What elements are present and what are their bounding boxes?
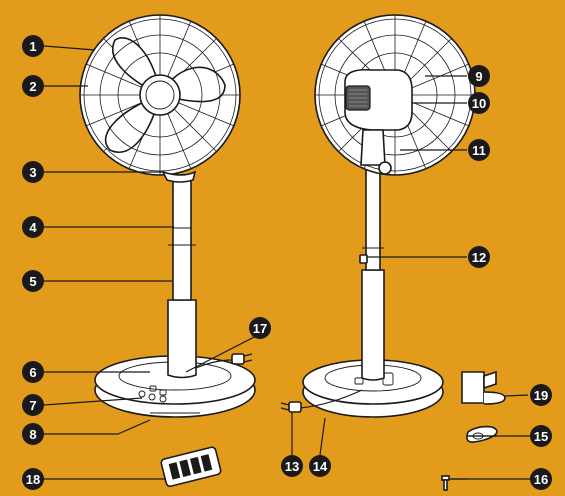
callout-9: 9 [468,65,490,87]
front-fan-pole [168,175,196,378]
callout-2: 2 [22,75,44,97]
callout-label: 17 [253,321,267,336]
callout-17: 17 [249,317,271,339]
callout-label: 14 [313,459,328,474]
callout-label: 10 [472,96,486,111]
screw [442,476,449,490]
front-fan [80,15,255,417]
rear-fan [281,15,475,417]
callout-label: 6 [29,365,36,380]
callout-label: 19 [534,388,548,403]
callout-3: 3 [22,161,44,183]
callout-10: 10 [468,92,490,114]
rear-fan-pole [360,165,384,380]
callout-19: 19 [530,384,552,406]
callout-12: 12 [468,246,490,268]
callout-4: 4 [22,216,44,238]
callout-label: 11 [472,143,486,158]
rear-plug [281,402,301,412]
callout-8: 8 [22,423,44,445]
callout-label: 9 [475,69,482,84]
front-guard [80,15,240,175]
callout-label: 3 [29,165,36,180]
callout-13: 13 [281,455,303,477]
callout-label: 5 [29,274,36,289]
cord-clip [467,427,497,443]
callout-16: 16 [530,468,552,490]
callout-label: 4 [29,220,37,235]
front-plug [232,354,252,364]
callout-label: 2 [29,79,36,94]
remote-control [160,446,221,487]
callout-6: 6 [22,361,44,383]
callout-label: 15 [534,429,548,444]
callout-label: 7 [29,398,36,413]
remote-holder [462,372,505,404]
callout-18: 18 [22,468,44,490]
callout-1: 1 [22,35,44,57]
callout-label: 8 [29,427,36,442]
callout-label: 1 [29,39,36,54]
callout-5: 5 [22,270,44,292]
callout-label: 16 [534,472,548,487]
callout-7: 7 [22,394,44,416]
callout-15: 15 [530,425,552,447]
callout-11: 11 [468,139,490,161]
callout-label: 18 [26,472,40,487]
callout-label: 12 [472,250,486,265]
callout-label: 13 [285,459,299,474]
callout-14: 14 [309,455,331,477]
